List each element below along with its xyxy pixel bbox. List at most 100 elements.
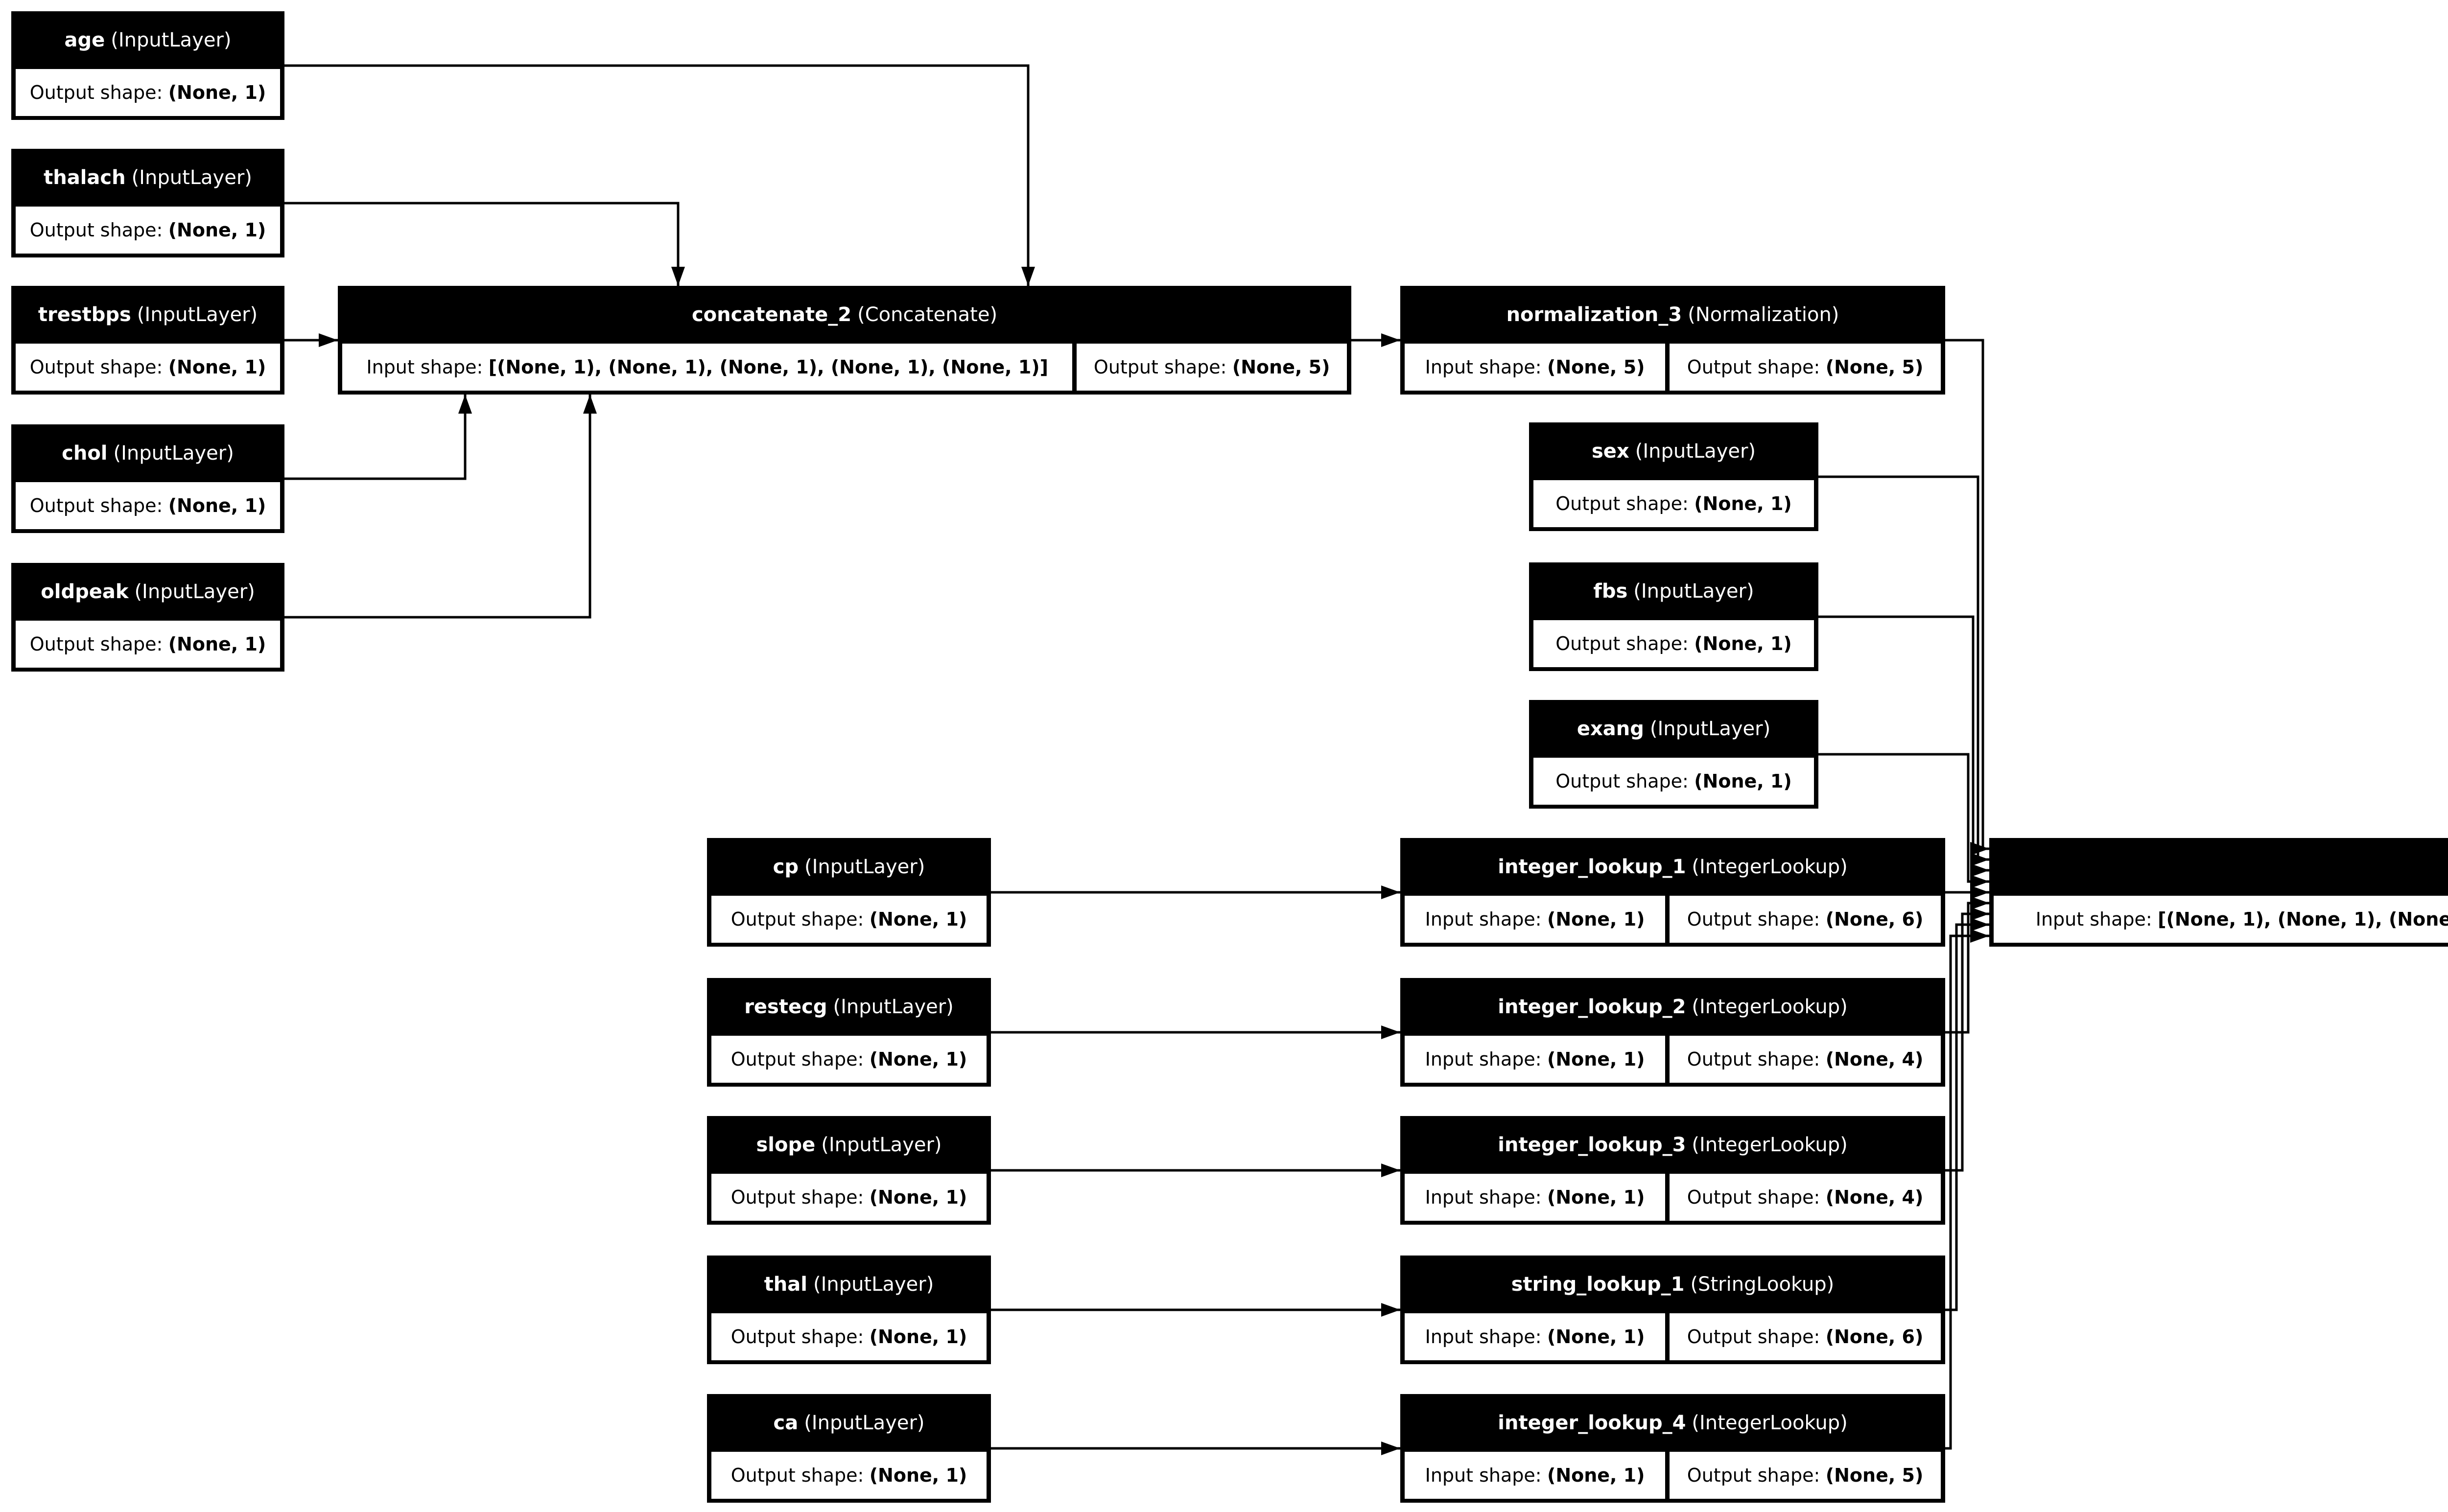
input-shape-cell: Input shape:[(None, 1), (None, 1), (None… bbox=[1994, 896, 2448, 943]
shape-label: Input shape: bbox=[1425, 1326, 1542, 1348]
shape-label: Input shape: bbox=[2035, 908, 2152, 930]
layer-name: thal bbox=[764, 1273, 807, 1296]
node-exang: exang(InputLayer) Output shape:(None, 1) bbox=[1529, 700, 1818, 809]
shape-value: (None, 5) bbox=[1232, 356, 1330, 378]
layer-type: (IntegerLookup) bbox=[1692, 1412, 1848, 1434]
layer-title: oldpeak(InputLayer) bbox=[11, 563, 284, 621]
layer-name: age bbox=[64, 29, 105, 51]
layer-name: thalach bbox=[44, 166, 126, 189]
input-shape-cell: Input shape:(None, 1) bbox=[1405, 896, 1666, 943]
node-thal: thal(InputLayer)Output shape:(None, 1) bbox=[707, 1256, 991, 1364]
layer-title: restecg(InputLayer) bbox=[707, 978, 991, 1036]
output-shape-cell: Output shape:(None, 1) bbox=[711, 1036, 987, 1083]
layer-title: integer_lookup_3(IntegerLookup) bbox=[1400, 1116, 1945, 1174]
shape-value: (None, 1) bbox=[168, 82, 266, 103]
shape-row: Output shape:(None, 1) bbox=[1533, 620, 1814, 667]
node-age: age(InputLayer)Output shape:(None, 1) bbox=[11, 11, 284, 120]
shape-value: (None, 1) bbox=[168, 219, 266, 241]
shape-row: Input shape:(None, 1)Output shape:(None,… bbox=[1405, 1036, 1941, 1083]
shape-label: Output shape: bbox=[1555, 770, 1689, 792]
shape-value: (None, 1) bbox=[869, 908, 967, 930]
output-shape-cell: Output shape:(None, 1) bbox=[16, 482, 280, 529]
layer-type: (InputLayer) bbox=[113, 442, 234, 465]
layer-title: trestbps(InputLayer) bbox=[11, 286, 284, 344]
shape-row: Input shape:(None, 1)Output shape:(None,… bbox=[1405, 896, 1941, 943]
shape-row: Input shape:[(None, 1), (None, 1), (None… bbox=[1994, 896, 2448, 943]
node-integer_lookup_3: integer_lookup_3(IntegerLookup)Input sha… bbox=[1400, 1116, 1945, 1225]
edge-oldpeak-to-concatenate_2 bbox=[284, 395, 597, 619]
layer-name: fbs bbox=[1593, 580, 1628, 603]
shape-label: Output shape: bbox=[1687, 1465, 1820, 1486]
shape-row: Output shape:(None, 1) bbox=[16, 69, 280, 116]
shape-value: (None, 1) bbox=[1547, 1048, 1645, 1070]
layer-type: (InputLayer) bbox=[1633, 580, 1754, 603]
layer-name: integer_lookup_3 bbox=[1498, 1134, 1686, 1156]
edge-fbs-to-concatenate_3 bbox=[1818, 615, 1989, 877]
node-integer_lookup_1: integer_lookup_1(IntegerLookup)Input sha… bbox=[1400, 838, 1945, 947]
shape-label: Output shape: bbox=[730, 1326, 864, 1348]
output-shape-cell: Output shape:(None, 1) bbox=[1533, 620, 1814, 667]
shape-row: Output shape:(None, 1) bbox=[1533, 480, 1814, 527]
layer-title: sex (InputLayer) bbox=[1529, 422, 1818, 480]
node-string_lookup_1: string_lookup_1(StringLookup) Input shape… bbox=[1400, 1256, 1945, 1364]
shape-label: Output shape: bbox=[29, 356, 163, 378]
layer-name: trestbps bbox=[38, 303, 131, 326]
node-integer_lookup_2: integer_lookup_2(IntegerLookup)Input sha… bbox=[1400, 978, 1945, 1087]
layer-type: (InputLayer) bbox=[1635, 440, 1756, 463]
shape-label: Output shape: bbox=[730, 908, 864, 930]
shape-row: Input shape:(None, 1)Output shape:(None,… bbox=[1405, 1174, 1941, 1221]
input-shape-cell: Input shape:[(None, 1), (None, 1), (None… bbox=[342, 344, 1073, 391]
layer-title: exang(InputLayer) bbox=[1529, 700, 1818, 758]
node-slope: slope(InputLayer)Output shape:(None, 1) bbox=[707, 1116, 991, 1225]
shape-label: Output shape: bbox=[730, 1048, 864, 1070]
layer-type: (Concatenate) bbox=[857, 303, 998, 326]
shape-label: Input shape: bbox=[1425, 908, 1542, 930]
node-ca: ca(InputLayer)Output shape:(None, 1) bbox=[707, 1394, 991, 1503]
shape-value: (None, 1) bbox=[168, 495, 266, 516]
node-concatenate_2: concatenate_2(Concatenate)Input shape:[(… bbox=[338, 286, 1351, 395]
output-shape-cell: Output shape:(None, 5) bbox=[1670, 344, 1941, 391]
edge-age-to-concatenate_2 bbox=[284, 64, 1035, 286]
input-shape-cell: Input shape:(None, 1) bbox=[1405, 1452, 1666, 1499]
shape-value: (None, 1) bbox=[869, 1326, 967, 1348]
output-shape-cell: Output shape:(None, 4) bbox=[1670, 1036, 1941, 1083]
layer-type: (InputLayer) bbox=[821, 1134, 942, 1156]
shape-row: Output shape:(None, 1) bbox=[711, 896, 987, 943]
shape-value: (None, 5) bbox=[1825, 1465, 1924, 1486]
shape-value: (None, 5) bbox=[1825, 356, 1924, 378]
shape-label: Output shape: bbox=[1687, 908, 1820, 930]
layer-title: concatenate_2(Concatenate) bbox=[338, 286, 1351, 344]
layer-type: (InputLayer) bbox=[833, 996, 954, 1018]
output-shape-cell: Output shape:(None, 1) bbox=[16, 621, 280, 668]
output-shape-cell: Output shape:(None, 1) bbox=[16, 207, 280, 254]
shape-row: Output shape:(None, 1) bbox=[711, 1036, 987, 1083]
layer-title: chol(InputLayer) bbox=[11, 424, 284, 482]
layer-title: integer_lookup_2(IntegerLookup) bbox=[1400, 978, 1945, 1036]
shape-value: (None, 4) bbox=[1825, 1186, 1924, 1208]
edge-chol-to-concatenate_2 bbox=[284, 395, 472, 480]
shape-label: Output shape: bbox=[730, 1186, 864, 1208]
shape-label: Output shape: bbox=[1555, 633, 1689, 654]
output-shape-cell: Output shape:(None, 1) bbox=[711, 1452, 987, 1499]
edge-normalization_3-to-concatenate_3 bbox=[1945, 339, 1989, 856]
output-shape-cell: Output shape:(None, 1) bbox=[16, 69, 280, 116]
output-shape-cell: Output shape:(None, 1) bbox=[1533, 480, 1814, 527]
node-concatenate_3: concatenate_3(Concatenate)Input shape:[(… bbox=[1989, 838, 2448, 947]
shape-value: (None, 1) bbox=[1694, 770, 1792, 792]
layer-title: string_lookup_1(StringLookup) bbox=[1400, 1256, 1945, 1313]
output-shape-cell: Output shape:(None, 4) bbox=[1670, 1174, 1941, 1221]
input-shape-cell: Input shape:(None, 5) bbox=[1405, 344, 1666, 391]
layer-name: chol bbox=[62, 442, 108, 465]
layer-title: fbs(InputLayer) bbox=[1529, 562, 1818, 620]
layer-name: exang bbox=[1577, 718, 1644, 740]
node-restecg: restecg(InputLayer)Output shape:(None, 1… bbox=[707, 978, 991, 1087]
layer-name: ca bbox=[773, 1412, 799, 1434]
shape-label: Input shape: bbox=[1425, 356, 1542, 378]
shape-row: Input shape:[(None, 1), (None, 1), (None… bbox=[342, 344, 1347, 391]
input-shape-cell: Input shape:(None, 1) bbox=[1405, 1174, 1666, 1221]
shape-label: Output shape: bbox=[730, 1465, 864, 1486]
layer-name: sex bbox=[1591, 440, 1629, 463]
shape-value: [(None, 1), (None, 1), (None, 1), (None,… bbox=[488, 356, 1048, 378]
layer-name: oldpeak bbox=[41, 581, 129, 603]
